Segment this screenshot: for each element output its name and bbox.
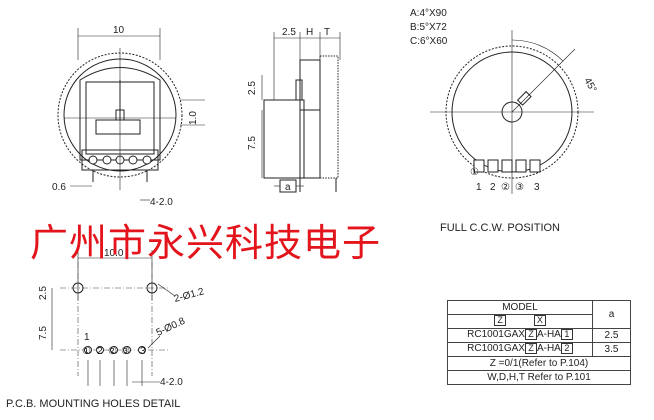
pcb-caption: P.C.B. MOUNTING HOLES DETAIL xyxy=(6,398,181,410)
pcb-hole-small: 5-Ø0.8 xyxy=(155,316,188,339)
side-dim-a: 2.5 xyxy=(282,27,296,38)
pcb-view: 10.0 2.5 7.5 2-Ø1.2 1 ① 2 ② ③ 3 5-Ø0.8 4… xyxy=(38,248,206,388)
side-dim-box: a xyxy=(285,182,291,193)
pcb-hole-large: 2-Ø1.2 xyxy=(173,286,206,305)
pcb-pin-bottom-4: 3 xyxy=(140,346,146,357)
pcb-pin-top-0: 1 xyxy=(84,332,90,343)
row1-a: 2.5 xyxy=(592,328,631,343)
model-boxes: Z X xyxy=(447,314,593,329)
pcb-dim-10: 10.0 xyxy=(104,248,124,259)
knob-pin-4: ③ xyxy=(515,182,524,193)
angle-label: 45° xyxy=(581,76,598,95)
row2-model-text: RC1001GAX xyxy=(467,343,525,355)
knob-pin-2: 2 xyxy=(490,182,496,193)
knob-pin-1: 1 xyxy=(476,182,482,193)
side-dim-h: H xyxy=(306,27,313,38)
left-dim-label: 0.6 xyxy=(52,182,66,193)
pin-dim-label: 4-2.0 xyxy=(150,197,173,208)
pcb-pin-bottom-2: ② xyxy=(108,346,117,357)
spec-a: A:4°X90 xyxy=(410,8,447,19)
row1-suffix: A-HA xyxy=(536,329,561,341)
knob-pin-5: 3 xyxy=(534,182,540,193)
pcb-pin-bottom-1: 2 xyxy=(97,346,103,357)
pcb-pin-bottom-0: ① xyxy=(82,346,91,357)
row1-box-n: 1 xyxy=(560,329,573,341)
row1-box-z: Z xyxy=(524,329,537,341)
row2-box-n: 2 xyxy=(560,343,573,355)
knob-pin-0: ① xyxy=(470,167,479,178)
knob-caption: FULL C.C.W. POSITION xyxy=(440,222,560,234)
row2-box-z: Z xyxy=(524,343,537,355)
box-x: X xyxy=(533,315,546,327)
side-dim-2-5: 2.5 xyxy=(247,81,258,95)
note-1: Z =0/1(Refer to P.104) xyxy=(447,356,631,371)
pcb-pin-spacing: 4-2.0 xyxy=(160,377,183,388)
row2-suffix: A-HA xyxy=(536,343,561,355)
pcb-pin-bottom-3: ③ xyxy=(121,346,130,357)
spec-c: C:6°X60 xyxy=(410,36,448,47)
side-dim-7-5: 7.5 xyxy=(247,136,258,150)
row2-a: 3.5 xyxy=(592,342,631,357)
spec-b: B:5°X72 xyxy=(410,22,447,33)
row1-model-text: RC1001GAX xyxy=(467,329,525,341)
pcb-dim-7-5: 7.5 xyxy=(38,326,49,340)
side-dim-1-0: 1.0 xyxy=(188,111,199,125)
a-header: a xyxy=(592,300,631,329)
width-dim-label: 10 xyxy=(113,25,125,36)
pcb-dim-2-5: 2.5 xyxy=(38,286,49,300)
front-view: 10 0.6 4-2.0 xyxy=(52,25,183,208)
watermark-text: 广州市永兴科技电子 xyxy=(30,221,382,265)
side-dim-t: T xyxy=(324,27,330,38)
side-view: 2.5 H T 2.5 7.5 1.0 a xyxy=(180,27,341,193)
knob-pin-3: ② xyxy=(501,182,510,193)
box-z: Z xyxy=(494,315,507,327)
model-header: MODEL xyxy=(447,300,593,315)
note-2: W,D,H,T Refer to P.101 xyxy=(447,370,631,385)
knob-view: A:4°X90 B:5°X72 C:6°X60 45° ① 1 2 ② ③ 3 xyxy=(410,8,598,194)
